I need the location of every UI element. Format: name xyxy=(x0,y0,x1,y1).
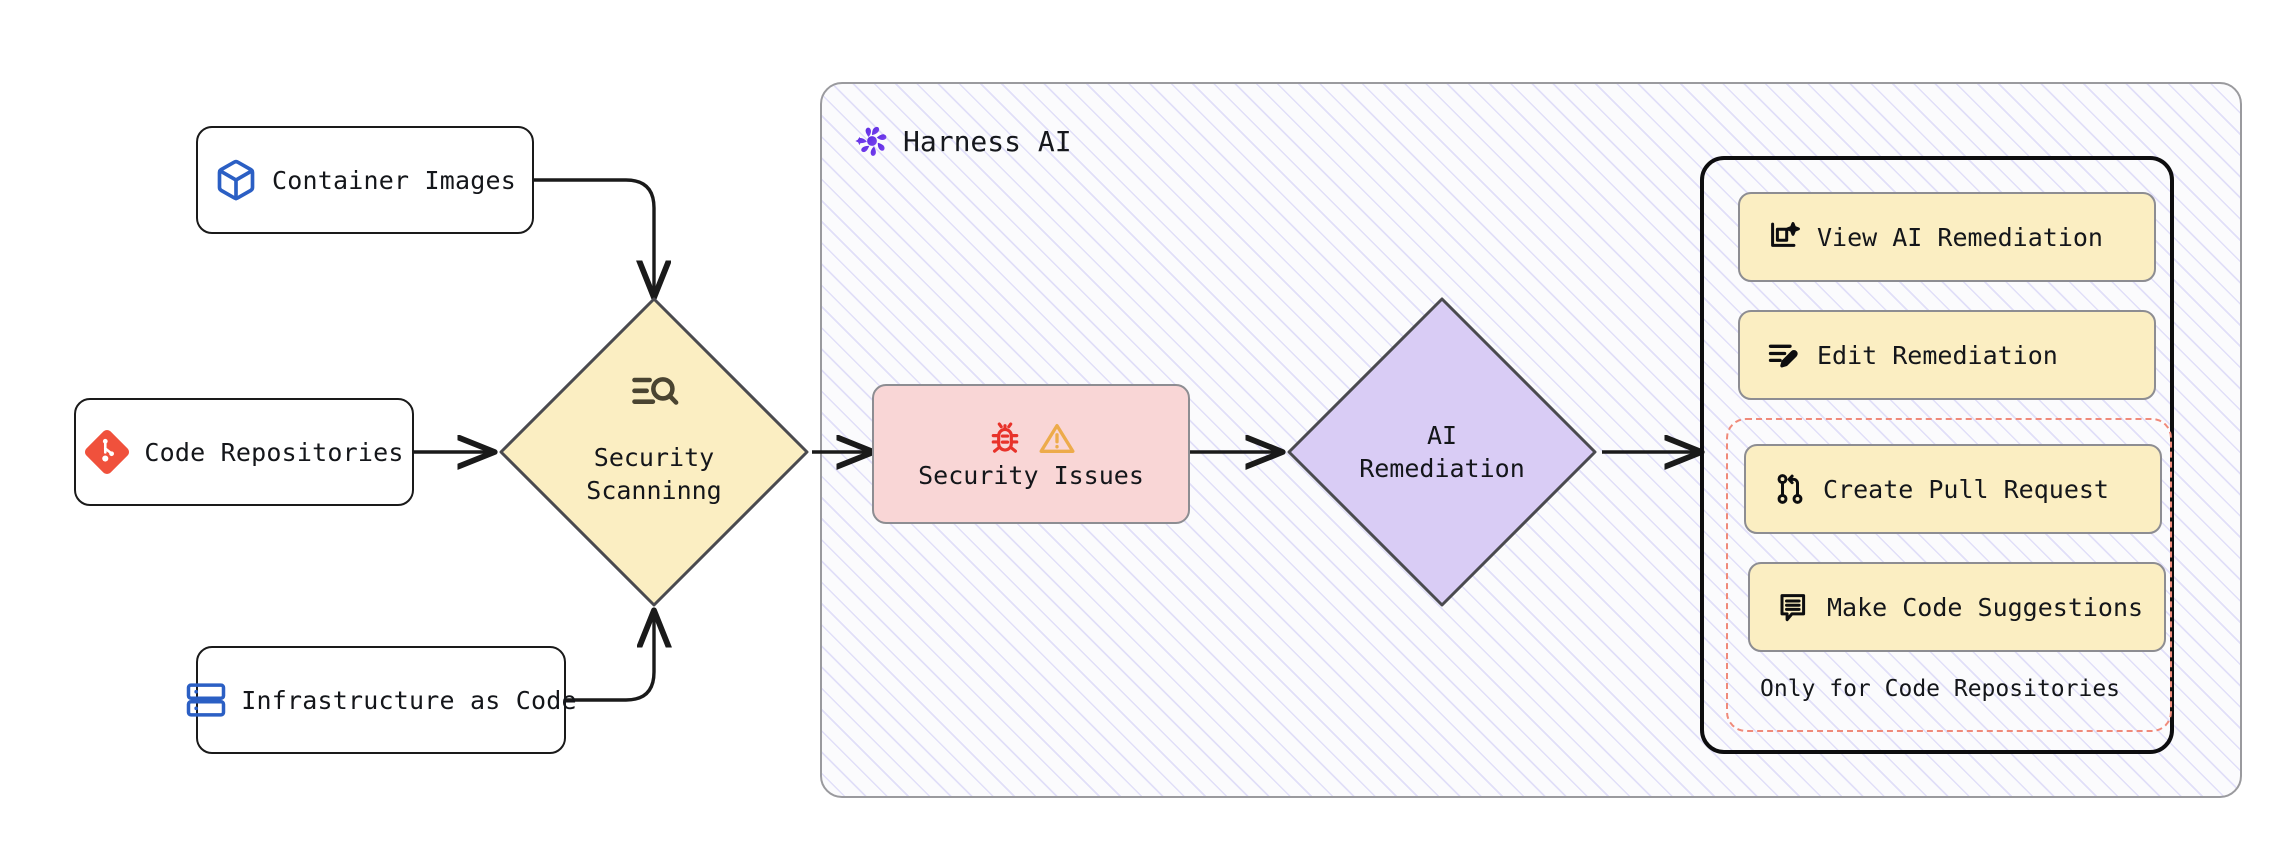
magnifier-list-icon xyxy=(628,367,680,423)
diamond-shape xyxy=(1287,297,1597,607)
edge-infrastructure-to-scanning xyxy=(566,612,654,702)
action-button-edit-remediation[interactable]: Edit Remediation xyxy=(1738,310,2156,400)
security-scanning-node[interactable]: Security Scanninng xyxy=(493,291,815,613)
security-issues-label: Security Issues xyxy=(918,460,1144,490)
pull-request-icon xyxy=(1772,471,1808,507)
source-label-code-repositories: Code Repositories xyxy=(144,437,404,467)
action-label-create-pull-request: Create Pull Request xyxy=(1823,474,2109,504)
ai-remediation-node[interactable]: AI Remediation xyxy=(1281,291,1603,613)
action-label-make-code-suggestions: Make Code Suggestions xyxy=(1827,592,2144,622)
ai-remediation-label: AI Remediation xyxy=(1359,421,1525,483)
bug-icon xyxy=(986,419,1024,457)
ai-sparkle-doc-icon xyxy=(1766,219,1802,255)
server-icon xyxy=(185,679,227,721)
actions-panel xyxy=(1700,156,2174,754)
harness-ai-title-label: Harness AI xyxy=(903,124,1072,158)
warning-triangle-icon xyxy=(1038,419,1076,457)
security-issues-node[interactable]: Security Issues xyxy=(872,384,1190,524)
action-button-make-code-suggestions[interactable]: Make Code Suggestions xyxy=(1748,562,2166,652)
cube-icon xyxy=(214,158,258,202)
git-icon xyxy=(84,429,130,475)
harness-ai-title: Harness AI xyxy=(853,122,1072,160)
action-label-view-ai-remediation: View AI Remediation xyxy=(1817,222,2103,252)
code-repositories-only-note: Only for Code Repositories xyxy=(1760,676,2121,702)
edge-container-images-to-scanning xyxy=(534,178,654,296)
source-node-code-repositories[interactable]: Code Repositories xyxy=(74,398,414,506)
code-repositories-only-group xyxy=(1726,418,2172,732)
action-button-view-ai-remediation[interactable]: View AI Remediation xyxy=(1738,192,2156,282)
source-label-container-images: Container Images xyxy=(271,165,517,195)
comment-lines-icon xyxy=(1776,589,1812,625)
security-issues-icons xyxy=(986,419,1076,457)
diamond-shape xyxy=(499,297,809,607)
source-node-container-images[interactable]: Container Images xyxy=(196,126,534,234)
security-scanning-label: Security Scanninng xyxy=(586,443,722,505)
harness-pinwheel-icon xyxy=(853,122,891,160)
action-button-create-pull-request[interactable]: Create Pull Request xyxy=(1744,444,2162,534)
source-node-infrastructure-as-code[interactable]: Infrastructure as Code xyxy=(186,646,577,754)
action-label-edit-remediation: Edit Remediation xyxy=(1817,340,2058,370)
edit-list-pencil-icon xyxy=(1766,337,1802,373)
source-label-infrastructure-as-code: Infrastructure as Code xyxy=(241,685,577,715)
